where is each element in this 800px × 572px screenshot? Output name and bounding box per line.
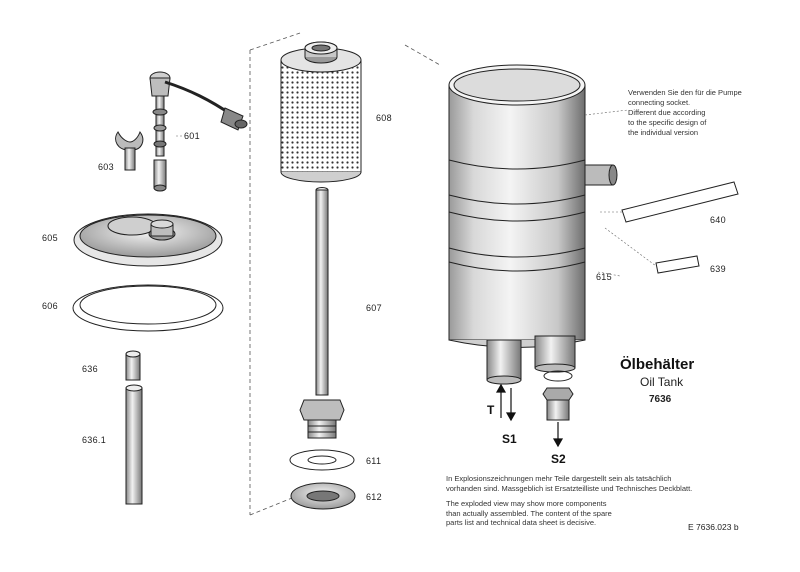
part-615-tank — [448, 64, 618, 385]
title-english: Oil Tank — [640, 375, 684, 389]
label-640: 640 — [710, 215, 726, 225]
label-639: 639 — [710, 264, 726, 274]
label-636-1: 636.1 — [82, 435, 107, 445]
label-601: 601 — [184, 131, 200, 141]
title-number: 7636 — [649, 394, 672, 405]
part-640-plate — [621, 181, 739, 223]
label-606: 606 — [42, 301, 58, 311]
title-german: Ölbehälter — [620, 356, 695, 373]
port-label-s2: S2 — [551, 452, 566, 466]
label-608: 608 — [376, 113, 392, 123]
s2-fitting — [542, 370, 574, 421]
part-636-1-tube — [125, 384, 143, 505]
note-german: In Explosionszeichnungen mehr Teile darg… — [446, 474, 693, 493]
flow-arrows — [495, 383, 564, 448]
label-605: 605 — [42, 233, 58, 243]
part-606-gasket — [72, 284, 224, 332]
part-639-plate — [655, 255, 700, 274]
port-label-t: T — [487, 403, 495, 417]
label-615: 615 — [596, 272, 612, 282]
label-612: 612 — [366, 492, 382, 502]
port-label-s1: S1 — [502, 432, 517, 446]
divider-lines — [249, 32, 441, 516]
label-611: 611 — [366, 456, 382, 466]
part-608-filter — [280, 41, 362, 183]
part-611-washer — [289, 449, 355, 471]
label-603: 603 — [98, 162, 114, 172]
label-607: 607 — [366, 303, 382, 313]
part-603-wing-nut — [115, 130, 144, 171]
part-612-disc — [290, 482, 356, 510]
connector-note: Verwenden Sie den für die Pumpe connecti… — [628, 88, 742, 137]
label-636: 636 — [82, 364, 98, 374]
part-636-sleeve — [125, 350, 141, 381]
leader-lines — [176, 109, 657, 277]
part-607-riser-pipe — [299, 187, 345, 439]
part-605-cover — [73, 213, 223, 267]
note-english: The exploded view may show more componen… — [446, 499, 612, 528]
part-601-level-switch — [149, 71, 248, 192]
document-reference: E 7636.023 b — [688, 522, 739, 532]
